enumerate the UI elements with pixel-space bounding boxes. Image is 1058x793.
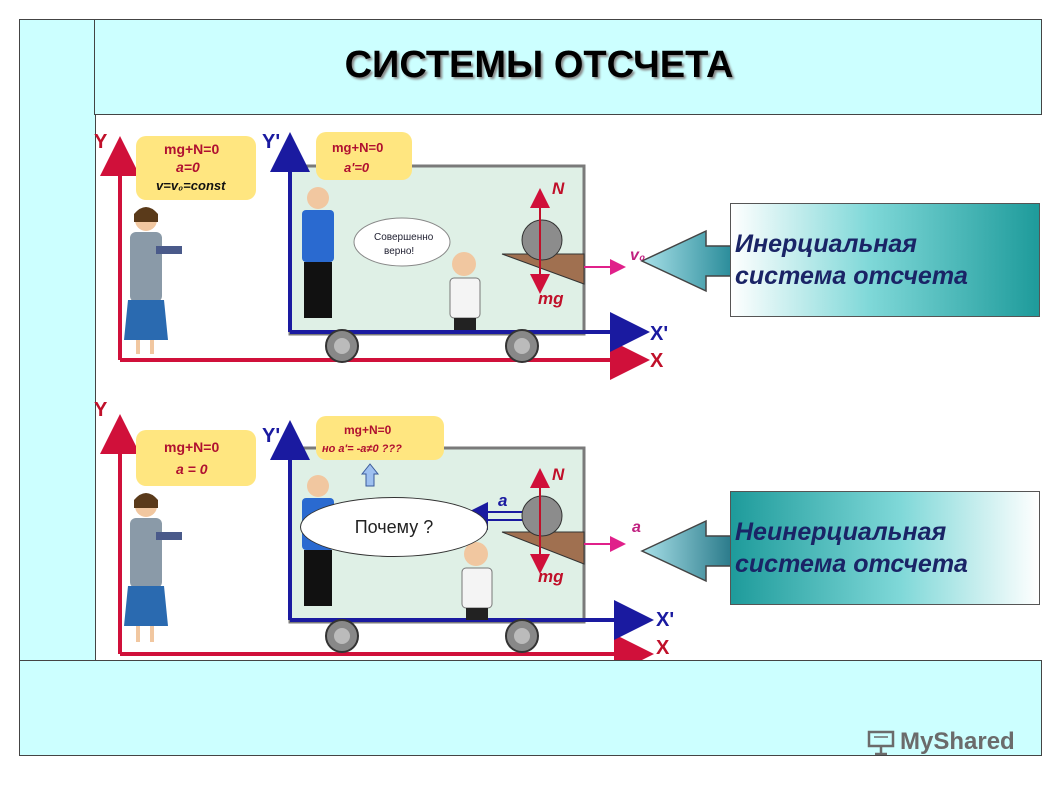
svg-text:a'=0: a'=0	[344, 160, 370, 175]
top-velocity: v₀	[630, 247, 645, 264]
question-pointer-icon	[360, 463, 380, 487]
top-teacher-figure	[124, 207, 182, 354]
inertial-label-line1: Инерциальная	[735, 230, 918, 258]
top-ball	[521, 219, 563, 261]
bottom-teacher-bubble: mg+N=0 a = 0	[136, 430, 256, 486]
svg-text:a=0: a=0	[176, 159, 200, 175]
svg-text:a = 0: a = 0	[176, 461, 208, 477]
top-scene: Y X Y' X' N mg v₀	[94, 131, 668, 380]
svg-text:v=v₀=const: v=v₀=const	[156, 178, 226, 193]
svg-text:mg+N=0: mg+N=0	[164, 439, 219, 455]
svg-text:mg+N=0: mg+N=0	[332, 140, 383, 155]
noninertial-arrow	[640, 519, 733, 583]
top-cart-bubble: mg+N=0 a'=0	[316, 132, 412, 180]
top-axis-y-label: Y	[94, 131, 108, 153]
top-scientist-figure	[449, 252, 481, 330]
left-panel	[19, 19, 96, 661]
bottom-force-n: N	[552, 465, 565, 484]
title-panel	[94, 19, 1042, 115]
noninertial-label-line2: система отсчета	[735, 550, 968, 578]
svg-text:но a'= -a≠0 ???: но a'= -a≠0 ???	[322, 443, 402, 455]
svg-text:mg+N=0: mg+N=0	[344, 423, 392, 437]
bottom-force-mg: mg	[538, 567, 564, 586]
bottom-scientist-figure	[461, 542, 493, 620]
bottom-cart-bubble: mg+N=0 но a'= -a≠0 ???	[316, 416, 444, 460]
bottom-cart-axis-x-label: X'	[656, 609, 674, 631]
noninertial-label-line1: Неинерциальная	[735, 518, 947, 546]
bottom-panel	[19, 660, 1042, 756]
bottom-teacher-figure	[124, 493, 182, 642]
bottom-accel-left: a	[498, 491, 507, 510]
svg-text:Совершенно: Совершенно	[374, 232, 434, 243]
inertial-frame-label: Инерциальная система отсчета	[730, 203, 1040, 317]
bottom-accel-right: a	[632, 519, 641, 536]
svg-text:mg+N=0: mg+N=0	[164, 141, 219, 157]
reference-frames-illustration: Y X Y' X' N mg v₀	[94, 131, 674, 660]
top-axis-x-label: X	[650, 350, 664, 372]
top-passenger-figure	[302, 187, 334, 318]
noninertial-frame-label: Неинерциальная система отсчета	[730, 491, 1040, 605]
svg-text:верно!: верно!	[384, 246, 414, 257]
bottom-axis-x-label: X	[656, 637, 670, 659]
top-force-n: N	[552, 179, 565, 198]
top-teacher-bubble: mg+N=0 a=0 v=v₀=const	[136, 136, 256, 200]
myshared-watermark: MyShared	[866, 728, 1015, 756]
slide-title: СИСТЕМЫ ОТСЧЕТА	[344, 44, 734, 86]
inertial-label-line2: система отсчета	[735, 262, 968, 290]
bottom-ball	[521, 495, 563, 537]
top-man-bubble: Совершенно верно!	[353, 217, 451, 267]
presentation-board-icon	[867, 730, 895, 755]
bottom-axis-y-label: Y	[94, 399, 108, 421]
bottom-cart-axis-y-label: Y'	[262, 425, 280, 447]
top-force-mg: mg	[538, 289, 564, 308]
top-cart-axis-y-label: Y'	[262, 131, 280, 153]
inertial-arrow	[640, 229, 733, 293]
top-cart-axis-x-label: X'	[650, 323, 668, 345]
why-bubble: Почему ?	[300, 497, 488, 557]
